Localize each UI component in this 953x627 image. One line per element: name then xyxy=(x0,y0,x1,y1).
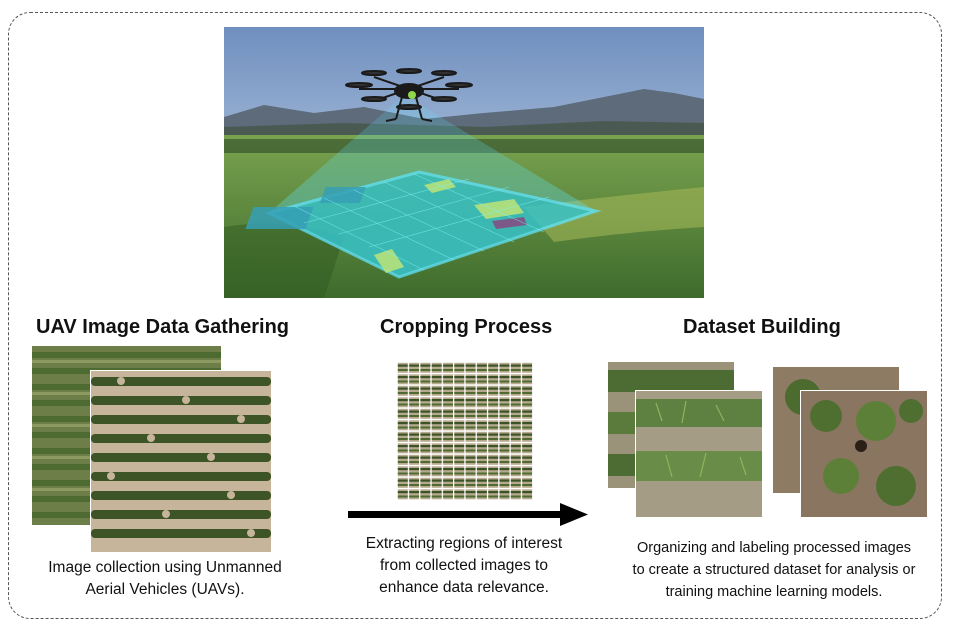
drone-field-photo xyxy=(224,27,704,298)
caption-cropping-line-3: enhance data relevance. xyxy=(379,579,549,596)
caption-uav-line-1: Image collection using Unmanned xyxy=(48,559,282,576)
dataset-plants-front xyxy=(800,390,928,518)
caption-dataset: Organizing and labeling processed images… xyxy=(608,537,940,603)
uav-image-front xyxy=(90,370,272,553)
cropped-patches-grid xyxy=(397,362,533,500)
caption-uav-line-2: Aerial Vehicles (UAVs). xyxy=(85,581,245,598)
section-title-cropping: Cropping Process xyxy=(380,316,553,338)
caption-dataset-line-2: to create a structured dataset for analy… xyxy=(632,562,916,578)
caption-dataset-line-1: Organizing and labeling processed images xyxy=(636,540,912,556)
section-title-uav: UAV Image Data Gathering xyxy=(36,316,290,338)
caption-uav: Image collection using Unmanned Aerial V… xyxy=(20,557,310,601)
flow-arrow xyxy=(348,503,588,526)
dashed-border xyxy=(8,12,942,619)
caption-cropping-line-1: Extracting regions of interest xyxy=(365,535,563,552)
caption-cropping-line-2: from collected images to xyxy=(380,557,548,574)
dataset-grass-front xyxy=(635,390,763,518)
caption-dataset-line-3: training machine learning models. xyxy=(665,584,883,600)
section-title-dataset: Dataset Building xyxy=(683,316,841,338)
caption-cropping: Extracting regions of interest from coll… xyxy=(334,533,594,599)
